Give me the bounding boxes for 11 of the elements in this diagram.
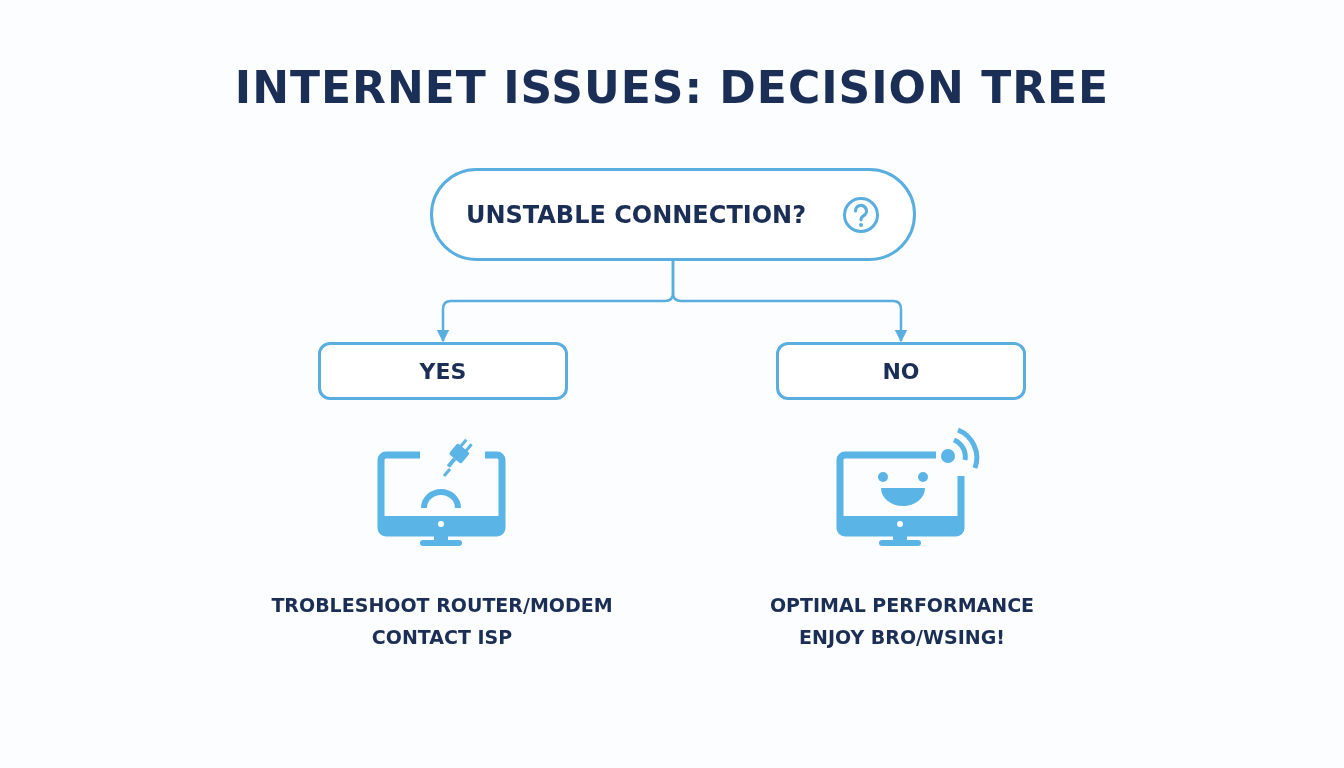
node-text: NO bbox=[882, 358, 920, 384]
connector-arrow bbox=[671, 261, 908, 343]
node-text: YES bbox=[419, 358, 467, 384]
diagram-title: INTERNET ISSUES: DECISION TREE bbox=[233, 62, 1111, 113]
answer-box bbox=[776, 342, 1026, 400]
outcome-text: CONTACT ISP bbox=[370, 626, 514, 648]
outcome-text: TROBLESHOOT ROUTER/MODEM bbox=[270, 594, 614, 616]
node-text: UNSTABLE CONNECTION? bbox=[465, 200, 807, 229]
answer-box bbox=[318, 342, 568, 400]
outcome-text: ENJOY BRO/WSING! bbox=[798, 626, 1006, 648]
outcome-text: OPTIMAL PERFORMANCE bbox=[768, 594, 1036, 616]
